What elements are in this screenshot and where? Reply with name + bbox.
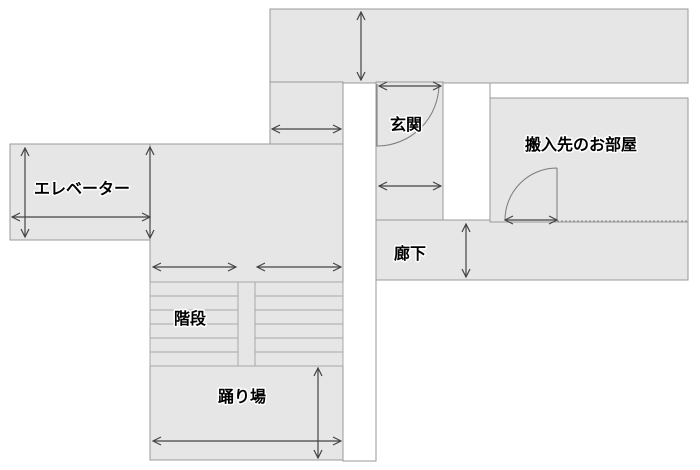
wall-gap (342, 82, 377, 462)
wall-gap-inner (442, 82, 491, 221)
destination-room-area (489, 97, 689, 223)
elevator-area (9, 143, 153, 241)
hallway-connector (269, 81, 344, 147)
stairs-label: 階段 (174, 309, 207, 328)
entrance-door-icon (376, 83, 440, 147)
dimension-arrows (12, 12, 557, 458)
corridor-label: 廊下 (394, 244, 426, 263)
elevator-label: エレベーター (34, 179, 130, 198)
upper-hallway (269, 8, 689, 84)
entrance-label: 玄関 (390, 115, 422, 134)
landing-label: 踊り場 (218, 387, 266, 406)
entrance-area (375, 81, 444, 223)
destination-room-label: 搬入先のお部屋 (525, 135, 637, 154)
stair-treads (149, 281, 344, 367)
